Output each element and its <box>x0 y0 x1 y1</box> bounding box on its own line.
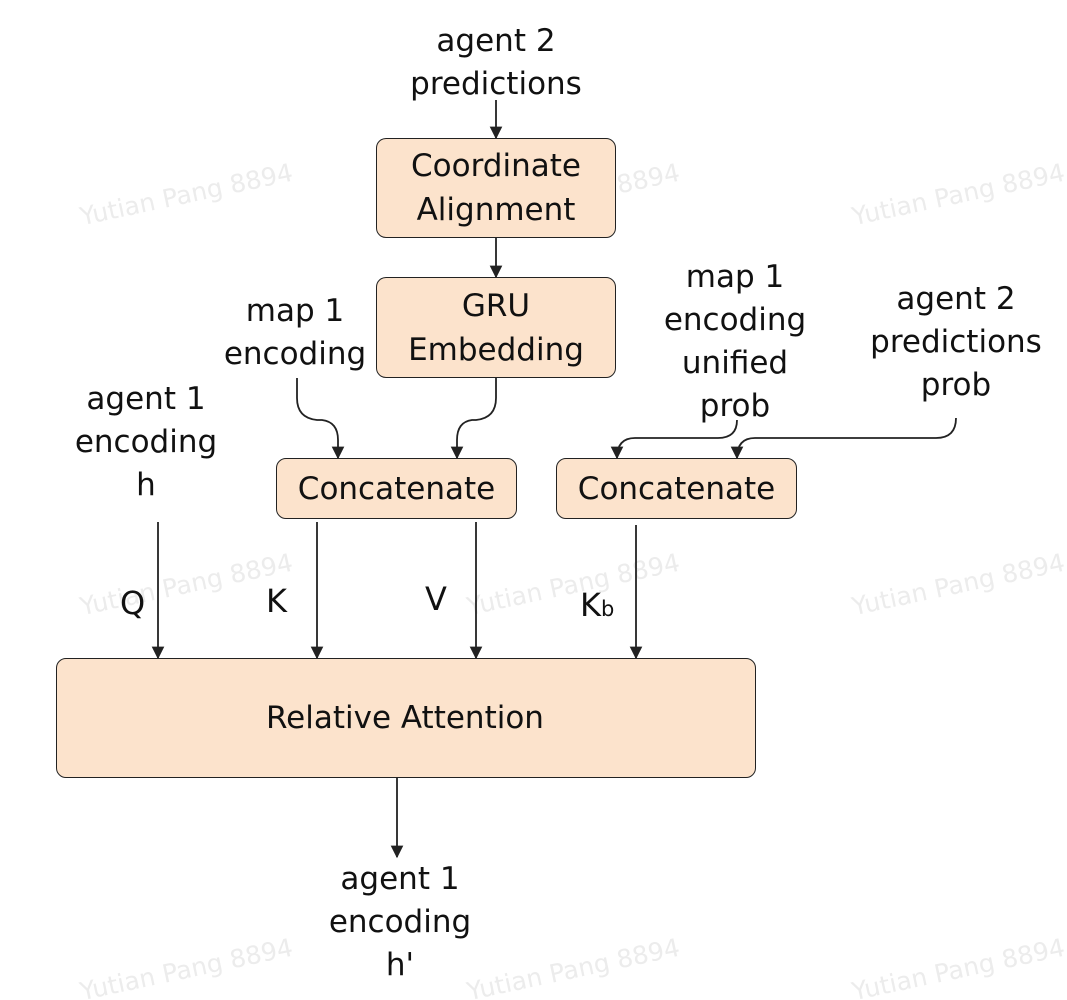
concatenate-box-left: Concatenate <box>276 458 517 519</box>
key-bias-label: Kb <box>580 586 615 624</box>
query-label: Q <box>120 584 146 622</box>
gru-embedding-box: GRU Embedding <box>376 277 616 378</box>
coordinate-alignment-box: Coordinate Alignment <box>376 138 616 238</box>
map-encoding-label: map 1 encoding <box>223 293 367 372</box>
arrow-gru-to-concat <box>450 378 497 460</box>
arrow-map-to-concat <box>296 378 345 460</box>
map-encoding-prob-label: map 1 encoding unified prob <box>663 259 807 424</box>
value-label: V <box>425 580 447 618</box>
agent-encoding-input-label: agent 1 encoding h <box>74 381 218 503</box>
top-input-label: agent 2 predictions <box>410 23 582 102</box>
relative-attention-box: Relative Attention <box>56 658 756 778</box>
output-label: agent 1 encoding h' <box>328 861 472 983</box>
concatenate-box-right: Concatenate <box>556 458 797 519</box>
key-label: K <box>266 582 287 620</box>
arrow-predprob-to-concat <box>730 417 957 460</box>
arrow-mapprob-to-concat <box>610 419 738 460</box>
predictions-prob-label: agent 2 predictions prob <box>870 281 1042 403</box>
